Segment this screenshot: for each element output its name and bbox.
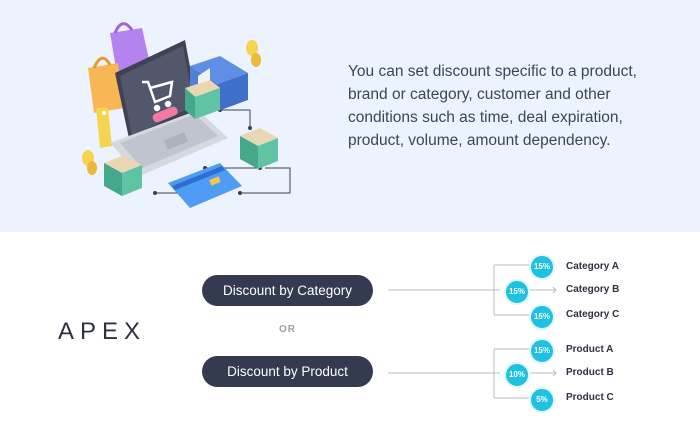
product-b-label: Product B <box>566 367 614 378</box>
category-c-discount-badge: 15% <box>529 304 555 330</box>
ecommerce-illustration <box>82 22 291 208</box>
category-a-label: Category A <box>566 261 619 272</box>
hero-panel: You can set discount specific to a produ… <box>0 0 700 232</box>
feature-description: You can set discount specific to a produ… <box>348 63 637 149</box>
apex-logo: APEX <box>58 318 147 345</box>
category-a-discount-badge: 15% <box>529 254 555 280</box>
product-c-label: Product C <box>566 392 614 403</box>
product-a-discount-badge: 15% <box>529 338 555 364</box>
category-hub-discount-badge: 15% <box>504 279 530 305</box>
price-tag-icon <box>96 108 112 148</box>
product-a-label: Product A <box>566 344 614 355</box>
discount-by-category-button[interactable]: Discount by Category <box>202 275 373 306</box>
product-hub-discount-badge: 10% <box>504 362 530 388</box>
gift-box-icon <box>104 56 278 196</box>
shopping-cart-icon <box>142 80 174 112</box>
coin-icon <box>82 40 261 175</box>
or-separator: OR <box>279 324 296 335</box>
category-c-label: Category C <box>566 309 620 320</box>
discount-panel <box>0 232 700 433</box>
discount-by-product-button[interactable]: Discount by Product <box>202 356 373 387</box>
credit-card-icon <box>168 163 242 208</box>
category-b-label: Category B <box>566 284 620 295</box>
product-c-discount-badge: 5% <box>529 387 555 413</box>
